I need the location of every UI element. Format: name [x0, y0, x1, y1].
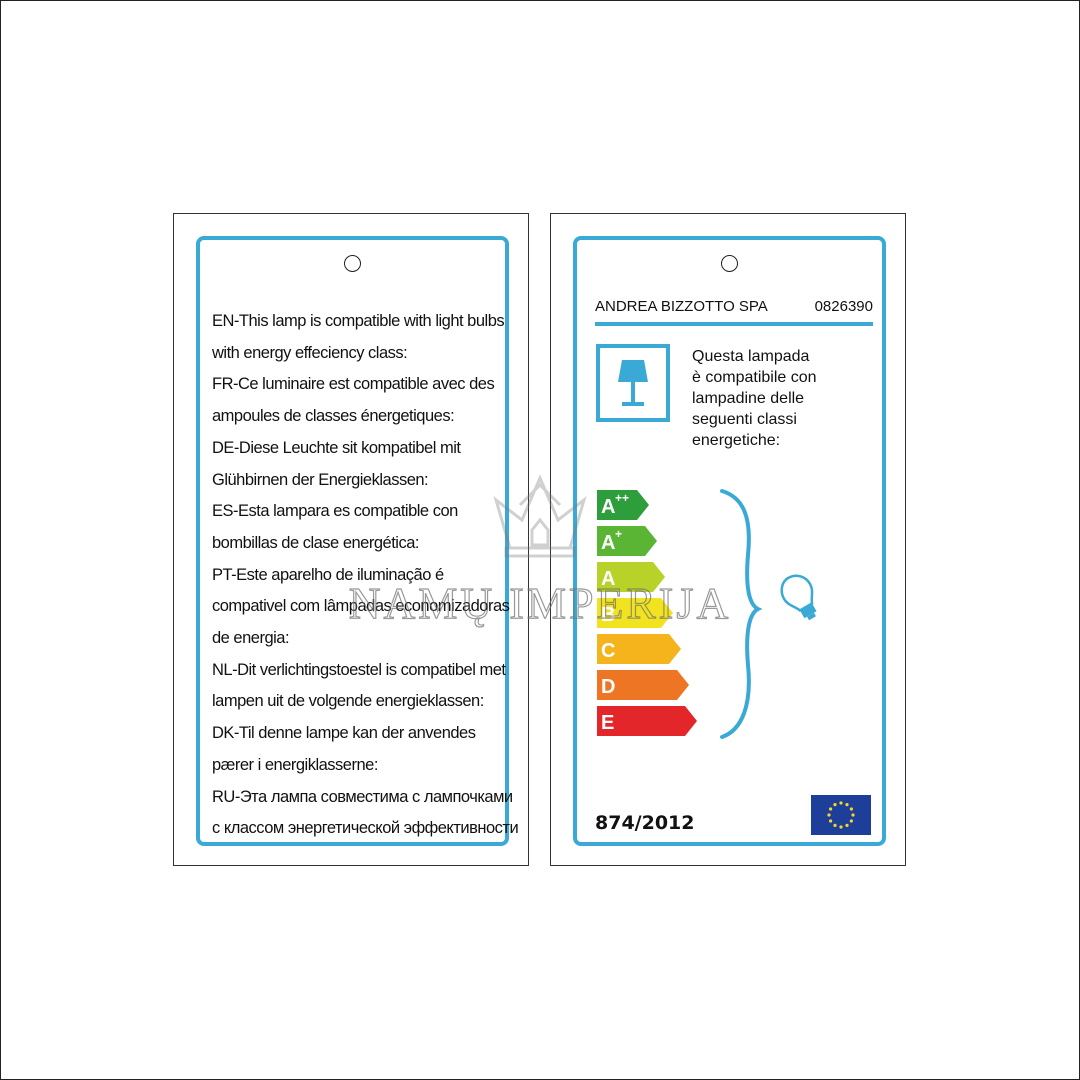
energy-class-label: E [601, 712, 614, 734]
text-line: DE-Diese Leuchte sit kompatibel mit [212, 438, 461, 457]
hang-hole [343, 255, 361, 272]
regulation-number: 874/2012 [595, 812, 695, 834]
star-icon [845, 803, 849, 807]
multilingual-text: EN-This lamp is compatible with light bu… [212, 306, 519, 845]
energy-class-arrow: D [597, 670, 689, 700]
text-line: energetiche: [692, 432, 781, 449]
energy-class-superscript: ++ [615, 491, 629, 505]
energy-class-arrow: E [597, 706, 697, 736]
text-line: NL-Dit verlichtingstoestel is compatibel… [212, 660, 506, 679]
eu-flag-icon [811, 795, 871, 835]
energy-class-arrow: B [597, 598, 673, 628]
text-line: PT-Este aparelho de iluminação é [212, 565, 444, 584]
energy-class-arrow: A [597, 562, 665, 592]
energy-class-arrow: A++ [597, 490, 649, 520]
energy-class-label: A [601, 568, 615, 590]
energy-class-superscript: + [615, 527, 622, 541]
light-bulb-icon [780, 574, 817, 621]
star-icon [833, 823, 837, 827]
brand-row: ANDREA BIZZOTTO SPA 0826390 [595, 298, 873, 315]
label-inner-border: EN-This lamp is compatible with light bu… [196, 236, 519, 846]
product-code: 0826390 [814, 298, 873, 315]
hang-hole [720, 255, 738, 272]
star-icon [839, 825, 843, 829]
text-line: ES-Esta lampara es compatible con [212, 502, 458, 521]
star-icon [849, 819, 853, 823]
text-line: DK-Til denne lampe kan der anvendes [212, 724, 476, 743]
energy-class-arrow: A+ [597, 526, 657, 556]
text-line: with energy effeciency class: [212, 343, 408, 362]
text-line: è compatibile con [692, 369, 817, 386]
italian-compatibility-text: Questa lampada è compatibile con lampadine… [692, 346, 872, 451]
label-inner-border: ANDREA BIZZOTTO SPA 0826390 Questa lampa… [573, 236, 886, 846]
star-icon [845, 823, 849, 827]
energy-label-card: ANDREA BIZZOTTO SPA 0826390 Questa lampa… [550, 213, 906, 866]
brand-name: ANDREA BIZZOTTO SPA [595, 298, 768, 315]
table-lamp-icon [596, 344, 670, 422]
text-line: EN-This lamp is compatible with light bu… [212, 312, 505, 330]
multilingual-label-card: EN-This lamp is compatible with light bu… [173, 213, 529, 866]
brand-divider [595, 322, 873, 326]
text-line: lampadine delle [692, 390, 805, 407]
text-line: ampoules de classes énergetiques: [212, 407, 455, 426]
star-icon [829, 807, 833, 811]
curly-brace-and-bulb [720, 489, 817, 739]
star-icon [849, 807, 853, 811]
text-line: compativel com lâmpadas economizadoras [212, 597, 510, 616]
star-icon [851, 813, 855, 817]
energy-class-label: A [601, 496, 615, 518]
text-line: bombillas de clase energética: [212, 533, 419, 552]
text-line: seguenti classi [692, 411, 797, 428]
energy-class-label: C [601, 640, 615, 662]
star-icon [827, 813, 831, 817]
star-icon [833, 803, 837, 807]
energy-class-label: A [601, 532, 615, 554]
text-line: de energia: [212, 629, 290, 648]
energy-class-label: B [601, 604, 615, 626]
text-line: Glühbirnen der Energieklassen: [212, 470, 429, 489]
text-line: pærer i energiklasserne: [212, 755, 378, 774]
text-line: Questa lampada [692, 348, 810, 365]
text-line: FR-Ce luminaire est compatible avec des [212, 375, 495, 394]
star-icon [829, 819, 833, 823]
energy-class-arrow: C [597, 634, 681, 664]
text-line: RU-Эта лампа совместима с лампочками [212, 787, 513, 806]
text-line: lampen uit de volgende energieklassen: [212, 692, 484, 711]
energy-class-label: D [601, 676, 615, 698]
text-line: с классом энергетической эффективности [212, 819, 519, 838]
star-icon [839, 801, 843, 805]
